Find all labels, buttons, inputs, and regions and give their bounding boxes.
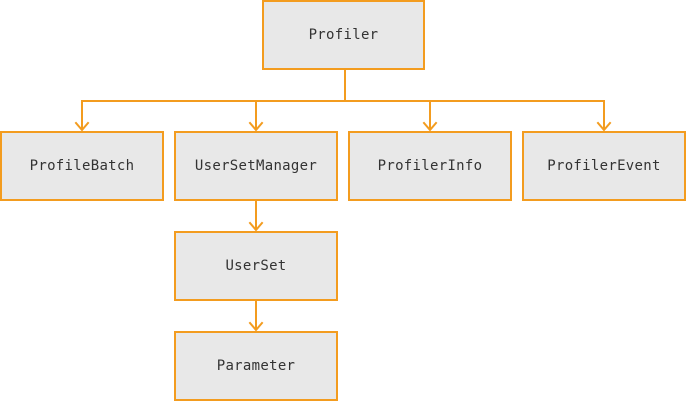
node-label: UserSet bbox=[225, 258, 287, 274]
node-label: ProfilerEvent bbox=[547, 158, 661, 174]
arrowhead-usersetmanager bbox=[248, 121, 264, 132]
node-profiler-info: ProfilerInfo bbox=[348, 131, 512, 201]
arrowhead-profilebatch bbox=[74, 121, 90, 132]
node-user-set-manager: UserSetManager bbox=[174, 131, 338, 201]
node-label: Profiler bbox=[308, 27, 379, 43]
node-profile-batch: ProfileBatch bbox=[0, 131, 164, 201]
arrowhead-profilerinfo bbox=[422, 121, 438, 132]
arrowhead-profilerevent bbox=[596, 121, 612, 132]
node-profiler-event: ProfilerEvent bbox=[522, 131, 686, 201]
node-profiler: Profiler bbox=[262, 0, 425, 70]
node-user-set: UserSet bbox=[174, 231, 338, 301]
arrowhead-parameter bbox=[248, 321, 264, 332]
node-label: ProfilerInfo bbox=[377, 158, 483, 174]
node-label: Parameter bbox=[216, 358, 296, 374]
node-label: ProfileBatch bbox=[29, 158, 135, 174]
arrowhead-userset bbox=[248, 221, 264, 232]
node-label: UserSetManager bbox=[194, 158, 318, 174]
node-parameter: Parameter bbox=[174, 331, 338, 401]
